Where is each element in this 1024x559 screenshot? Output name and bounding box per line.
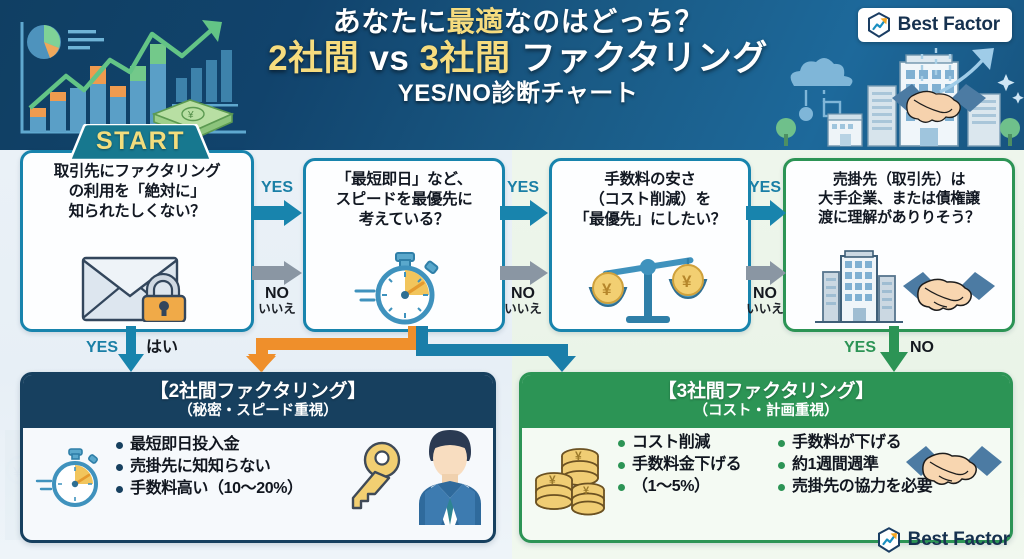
svg-text:¥: ¥ xyxy=(549,473,556,487)
list-item: 売掛先の協力を必要 xyxy=(777,476,933,498)
balance-scale-yen-icon: ¥ ¥ xyxy=(552,251,748,325)
question-box-3[interactable]: 手数料の安さ （コスト削減）を 「最優先」にしたい？ ¥ ¥ xyxy=(549,158,751,332)
list-item: 最短即日投入金 xyxy=(115,434,303,456)
start-badge: START xyxy=(70,124,211,160)
stopwatch-icon xyxy=(35,448,111,515)
result-panel-2-party: 【2社間ファクタリング】 （秘密・スピード重視） xyxy=(20,372,496,543)
hexagon-arrow-chart-icon xyxy=(867,12,890,38)
brand-logo-text: Best Factor xyxy=(907,529,1011,550)
question-3-text: 手数料の安さ （コスト削減）を 「最優先」にしたい？ xyxy=(573,171,726,228)
header-title-group: あなたに最適なのはどっち？ 2社間 vs 3社間 ファクタリング YES/NO診… xyxy=(238,6,798,108)
question-4-text: 売掛先（取引先）は 大手企業、または債権譲 渡に理解がありりそう？ xyxy=(818,171,980,227)
brand-logo-bottom[interactable]: Best Factor xyxy=(876,527,1010,553)
result-panel-2-party-bullets: 最短即日投入金 売掛先に知知らない 手数料高い（10〜20%） xyxy=(115,434,303,500)
brand-logo-top[interactable]: Best Factor xyxy=(857,8,1012,42)
businessman-icon xyxy=(411,426,489,530)
arrow-q2-no xyxy=(500,261,548,285)
svg-text:¥: ¥ xyxy=(682,272,692,291)
hexagon-arrow-chart-icon xyxy=(877,527,900,553)
arrow-label-q3-yes: YES xyxy=(748,179,781,196)
coin-stack-icon: ¥ ¥ ¥ xyxy=(534,442,614,523)
arrow-q1-yes xyxy=(252,200,302,226)
header-title-line-2: 2社間 vs 3社間 ファクタリング xyxy=(268,39,768,79)
arrow-label-left-yes: YES xyxy=(85,339,118,356)
svg-text:¥: ¥ xyxy=(602,280,612,299)
list-item: コスト削減 xyxy=(617,432,741,454)
svg-text:¥: ¥ xyxy=(575,449,582,463)
question-box-1[interactable]: 取引先にファクタリング の利用を「絶対に」 知られたしくない？ xyxy=(20,150,254,332)
arrow-q3-no xyxy=(746,261,786,285)
start-badge-label: START xyxy=(96,127,185,155)
result-panel-2-party-body: 最短即日投入金 売掛先に知知らない 手数料高い（10〜20%） xyxy=(23,428,493,525)
arrow-q3-yes xyxy=(746,200,786,226)
header-title-line-1: あなたに最適なのはどっち？ xyxy=(332,6,704,37)
list-item: 手数料高い（10〜20%） xyxy=(115,478,303,500)
header-title-line-3: YES/NO診断チャート xyxy=(397,80,639,108)
stopwatch-icon xyxy=(306,251,502,325)
arrow-label-q1-yes: YES xyxy=(260,179,293,196)
result-panel-3-party-subtitle: （コスト・計画重視） xyxy=(693,402,839,419)
result-panel-3-party-title: 【3社間ファクタリング】 xyxy=(657,381,875,402)
list-item: 約1週間週準 xyxy=(777,454,932,476)
arrow-q4-down xyxy=(880,326,908,372)
list-item: 手数料が下げる xyxy=(777,432,932,454)
growth-bar-chart-icon: ¥ xyxy=(20,20,246,140)
result-panel-2-party-title: 【2社間ファクタリング】 xyxy=(149,381,367,402)
list-item: 手数料金下げる xyxy=(617,454,742,476)
svg-text:¥: ¥ xyxy=(187,110,194,121)
question-1-text: 取引先にファクタリング の利用を「絶対に」 知られたしくない？ xyxy=(53,163,221,220)
result-panel-3-party-bullets-col1: コスト削減 手数料金下げる （1〜5%） xyxy=(617,432,742,498)
result-panel-2-party-header: 【2社間ファクタリング】 （秘密・スピード重視） xyxy=(23,375,493,428)
question-box-2[interactable]: 「最短即日」など、 スピードを最優先に 考えている？ xyxy=(303,158,505,332)
list-item-continuation: （1〜5%） xyxy=(617,476,741,498)
result-panel-2-party-subtitle: （秘密・スピード重視） xyxy=(178,402,338,419)
handshake-icon xyxy=(904,436,1004,493)
arrow-q2-orange-elbow xyxy=(240,326,420,372)
result-panel-3-party: 【3社間ファクタリング】 （コスト・計画重視） xyxy=(519,372,1013,543)
envelope-lock-icon xyxy=(23,243,251,323)
header-banner: ¥ あなたに最適なのはどっち？ 2社間 vs 3社間 ファクタリング YES/N… xyxy=(0,0,1024,150)
question-box-4[interactable]: 売掛先（取引先）は 大手企業、または債権譲 渡に理解がありりそう？ xyxy=(783,158,1015,332)
arrow-label-right-no: NO xyxy=(910,339,934,356)
arrow-q1-yes-down xyxy=(118,326,144,372)
list-item: 売掛先に知知らない xyxy=(115,456,303,478)
arrow-label-right-yes: YES xyxy=(843,339,876,356)
arrow-q2-yes xyxy=(500,200,548,226)
arrow-label-q2-yes: YES xyxy=(506,179,539,196)
key-icon xyxy=(345,440,407,521)
result-panel-3-party-bullets-col2: 手数料が下げる 約1週間週準 売掛先の協力を必要 xyxy=(777,432,933,498)
building-handshake-icon xyxy=(786,250,1012,325)
arrow-label-left-yes-jp: はい xyxy=(146,339,179,356)
result-panel-3-party-header: 【3社間ファクタリング】 （コスト・計画重視） xyxy=(522,375,1010,428)
brand-logo-text: Best Factor xyxy=(897,14,1001,35)
start-badge-shape xyxy=(70,124,211,160)
svg-text:¥: ¥ xyxy=(583,485,590,497)
arrow-q1-no xyxy=(252,261,302,285)
arrow-q3-teal-elbow xyxy=(416,326,576,372)
svg-text:¥: ¥ xyxy=(12,464,22,481)
question-2-text: 「最短即日」など、 スピードを最優先に 考えている？ xyxy=(335,171,473,228)
result-panel-3-party-body: ¥ ¥ ¥ コスト削減 手数料金下げる （1〜5%） 手数料が下げる 約1週間週… xyxy=(522,428,1010,525)
city-handshake-icon xyxy=(776,48,1024,147)
